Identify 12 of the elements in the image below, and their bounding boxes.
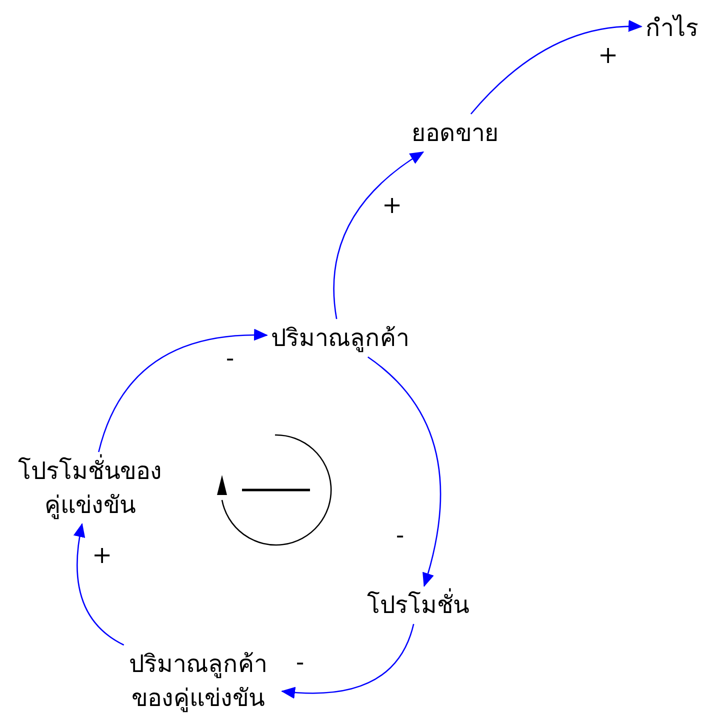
variable-label: โปรโมชั่นของคู่แข่งขัน [9,454,171,522]
arrow [281,624,414,698]
variable-label: โปรโมชั่น [365,588,471,622]
variable-label: ปริมาณลูกค้าของคู่แข่งขัน [116,647,280,715]
variable-label: ยอดขาย [410,116,500,150]
variable-label: กำไร [644,11,700,45]
arrow [470,20,642,114]
arrow [74,523,124,646]
variable-label: ปริมาณลูกค้า [269,321,411,355]
arrow [333,151,424,320]
arrow [367,356,442,587]
arrow [98,329,268,452]
